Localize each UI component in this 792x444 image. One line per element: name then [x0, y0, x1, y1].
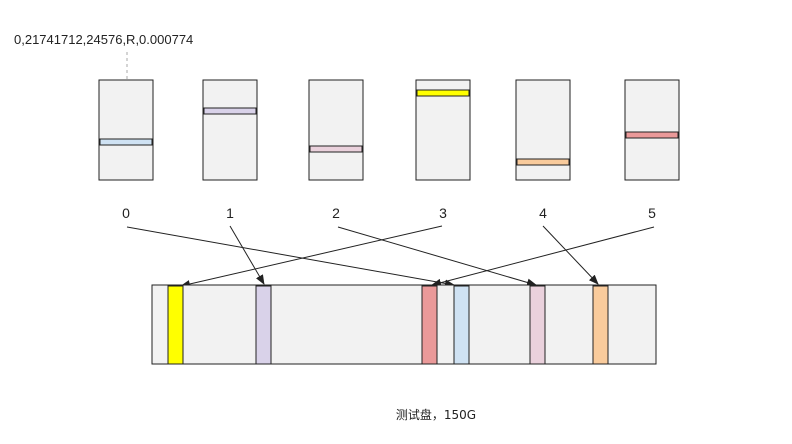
source-box-0: [98, 79, 154, 181]
source-0-block: [99, 138, 153, 146]
source-label-2: 2: [332, 205, 340, 221]
arrow-4-to-target: [542, 225, 599, 285]
arrow-1-to-target: [229, 225, 265, 285]
target-block-3: [167, 285, 184, 365]
source-3-block: [416, 89, 470, 97]
source-box-5: [624, 79, 680, 181]
arrow-3-to-target: [180, 225, 443, 288]
source-box-3: [415, 79, 471, 181]
arrow-2-to-target: [337, 226, 537, 287]
source-label-4: 4: [539, 205, 547, 221]
target-block-2: [529, 285, 546, 365]
source-2-block: [309, 145, 363, 153]
target-block-1: [255, 285, 272, 365]
io-record-annotation: 0,21741712,24576,R,0.000774: [14, 32, 193, 47]
source-4-block: [516, 158, 570, 166]
target-disk: [151, 284, 657, 365]
target-block-4: [592, 285, 609, 365]
source-box-1: [202, 79, 258, 181]
target-block-0: [453, 285, 470, 365]
disk-caption: 测试盘，150G: [396, 407, 476, 422]
source-5-block: [625, 131, 679, 139]
target-block-5: [421, 285, 438, 365]
source-1-block: [203, 107, 257, 115]
source-label-5: 5: [648, 205, 656, 221]
arrow-5-to-target: [431, 226, 655, 287]
source-label-0: 0: [122, 205, 130, 221]
source-label-3: 3: [439, 205, 447, 221]
source-box-4: [515, 79, 571, 181]
arrow-0-to-target: [126, 226, 455, 288]
source-box-2: [308, 79, 364, 181]
source-label-1: 1: [226, 205, 234, 221]
